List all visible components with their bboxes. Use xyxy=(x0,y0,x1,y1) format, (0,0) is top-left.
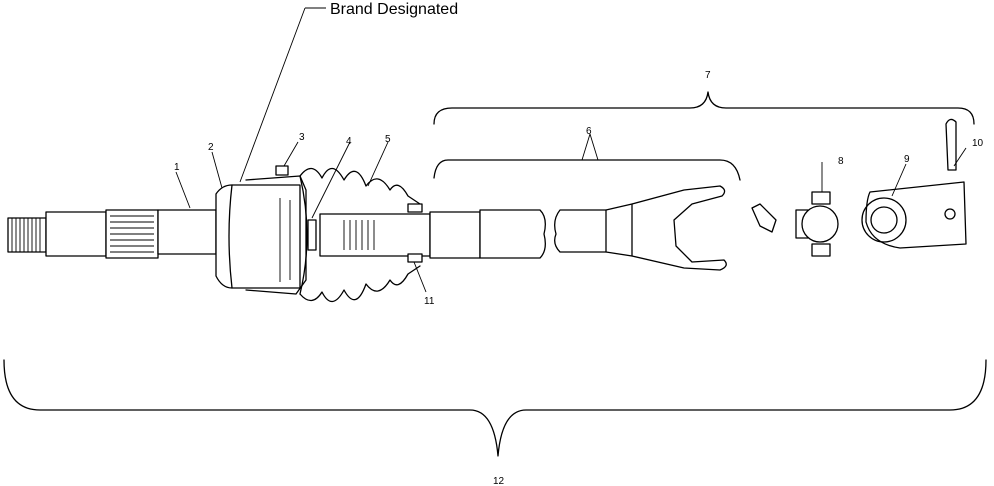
bracket-7 xyxy=(433,91,975,125)
bracket-12 xyxy=(3,359,987,457)
callout-11: 11 xyxy=(424,296,435,307)
clip-part-10 xyxy=(945,118,957,171)
callout-2: 2 xyxy=(208,142,214,153)
ring-part-4 xyxy=(307,219,317,251)
yoke-part-9 xyxy=(861,181,967,249)
bracket-6 xyxy=(433,159,741,181)
inner-shaft xyxy=(319,203,481,263)
callout-5: 5 xyxy=(385,134,391,145)
callout-1: 1 xyxy=(174,162,180,173)
brand-designated-label: Brand Designated xyxy=(330,1,458,18)
grease-fitting xyxy=(751,203,777,233)
leader-lines xyxy=(175,7,967,293)
callout-4: 4 xyxy=(346,136,352,147)
callout-3: 3 xyxy=(299,132,305,143)
clamp-part-3 xyxy=(275,165,289,176)
callout-7: 7 xyxy=(705,70,711,81)
boot-part-5 xyxy=(299,167,421,303)
callout-9: 9 xyxy=(904,154,910,165)
cv-housing xyxy=(215,175,308,295)
callout-8: 8 xyxy=(838,156,844,167)
drive-tube-yoke xyxy=(479,185,727,271)
threaded-stub xyxy=(7,209,217,259)
callout-12: 12 xyxy=(493,476,505,486)
callout-6: 6 xyxy=(586,126,592,137)
callout-10: 10 xyxy=(972,138,984,149)
spider-bearing-part-8 xyxy=(795,191,839,257)
